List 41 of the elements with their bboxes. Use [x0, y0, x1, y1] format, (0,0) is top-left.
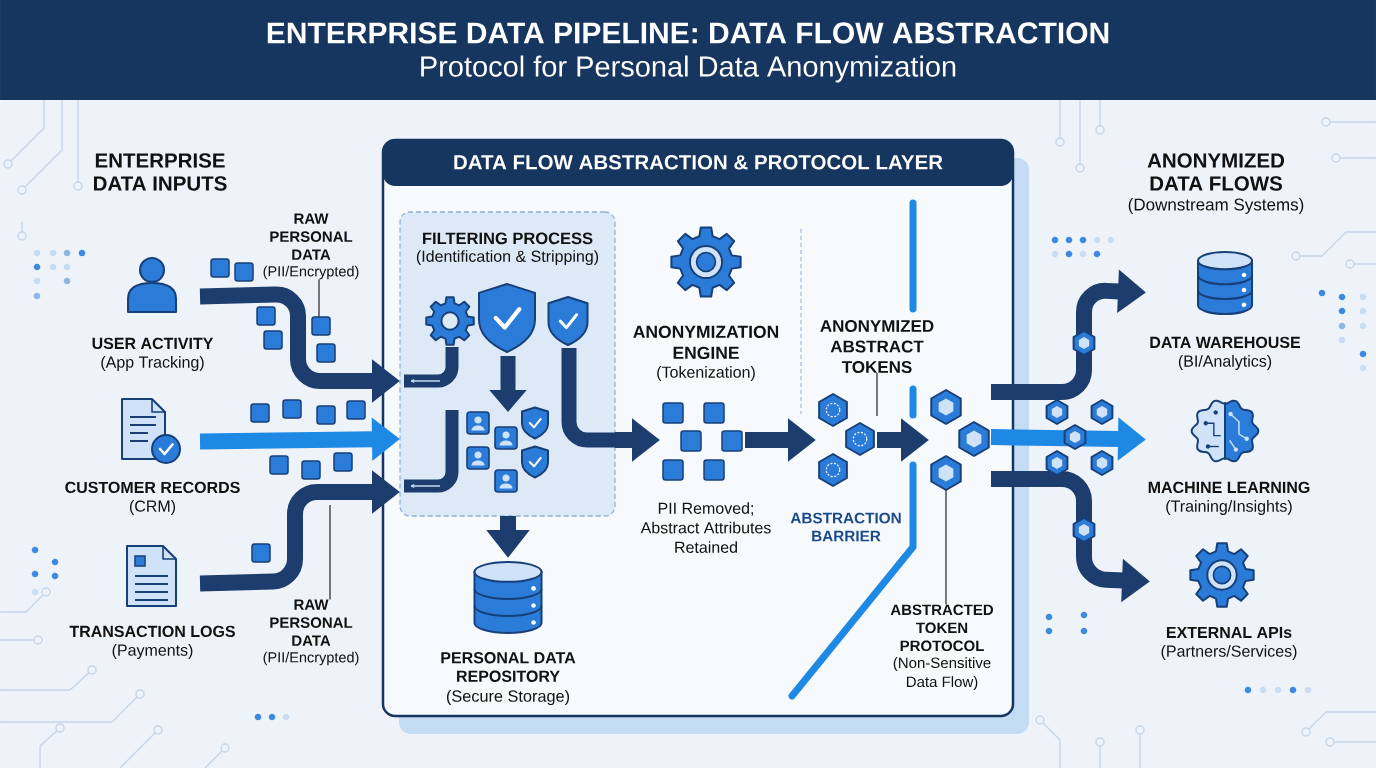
callout-text: ABSTRACTED TOKEN PROTOCOL: [890, 604, 993, 652]
node-subtitle: (Tokenization): [657, 366, 755, 381]
node-title: FILTERING PROCESS: [423, 232, 593, 245]
leader-line: [329, 504, 331, 601]
subtitle: Protocol for Personal Data Anonymization: [421, 55, 956, 83]
panel-heading: DATA FLOW ABSTRACTION & PROTOCOL LAYER: [454, 155, 943, 170]
node-subtitle: (Training/Insights): [1166, 500, 1292, 515]
node-title: DATA WAREHOUSE: [1150, 336, 1301, 349]
callout-text: (PII/Encrypted): [263, 651, 359, 666]
node-subtitle: (Secure Storage): [446, 689, 570, 706]
leader-line: [945, 489, 947, 606]
hexagon-cluster: [930, 389, 990, 491]
node-title: MACHINE LEARNING: [1148, 481, 1310, 494]
node-subtitle: (Identification & Stripping): [416, 250, 599, 266]
data-square: [282, 399, 302, 419]
node-subtitle: (Payments): [112, 644, 193, 659]
node-subtitle: (Partners/Services): [1161, 645, 1297, 660]
callout-text: ANONYMIZED ABSTRACT TOKENS: [820, 320, 934, 374]
leader-line: [876, 372, 878, 417]
node-title: TRANSACTION LOGS: [69, 625, 235, 638]
section-heading: ANONYMIZED DATA FLOWS: [1147, 153, 1285, 191]
leader-line: [318, 278, 320, 318]
data-square: [346, 400, 366, 420]
title: ENTERPRISE DATA PIPELINE: DATA FLOW ABSTRACTION: [267, 22, 1109, 44]
barrier-label: ABSTRACTION BARRIER: [790, 512, 901, 542]
callout-text: RAW PERSONAL DATA: [270, 213, 353, 260]
callout-text: (PII/Encrypted): [263, 265, 359, 280]
callout-text: RAW PERSONAL DATA: [270, 599, 353, 646]
node-title: USER ACTIVITY: [92, 337, 214, 350]
node-subtitle: (CRM): [129, 500, 176, 515]
node-subtitle: (BI/Analytics): [1178, 355, 1272, 370]
caption-text: PII Removed; Abstract Attributes Retained: [640, 502, 771, 553]
node-title: ANONYMIZATION ENGINE: [633, 325, 779, 360]
hexagon-cluster: [818, 393, 875, 487]
node-title: PERSONAL DATA REPOSITORY: [441, 652, 576, 682]
node-title: CUSTOMER RECORDS: [65, 481, 240, 494]
node-title: EXTERNAL APIs: [1166, 626, 1292, 639]
node-subtitle: (App Tracking): [101, 356, 204, 371]
section-subheading: (Downstream Systems): [1128, 198, 1304, 214]
callout-text: (Non-Sensitive Data Flow): [893, 657, 991, 691]
section-heading: ENTERPRISE DATA INPUTS: [94, 153, 227, 191]
